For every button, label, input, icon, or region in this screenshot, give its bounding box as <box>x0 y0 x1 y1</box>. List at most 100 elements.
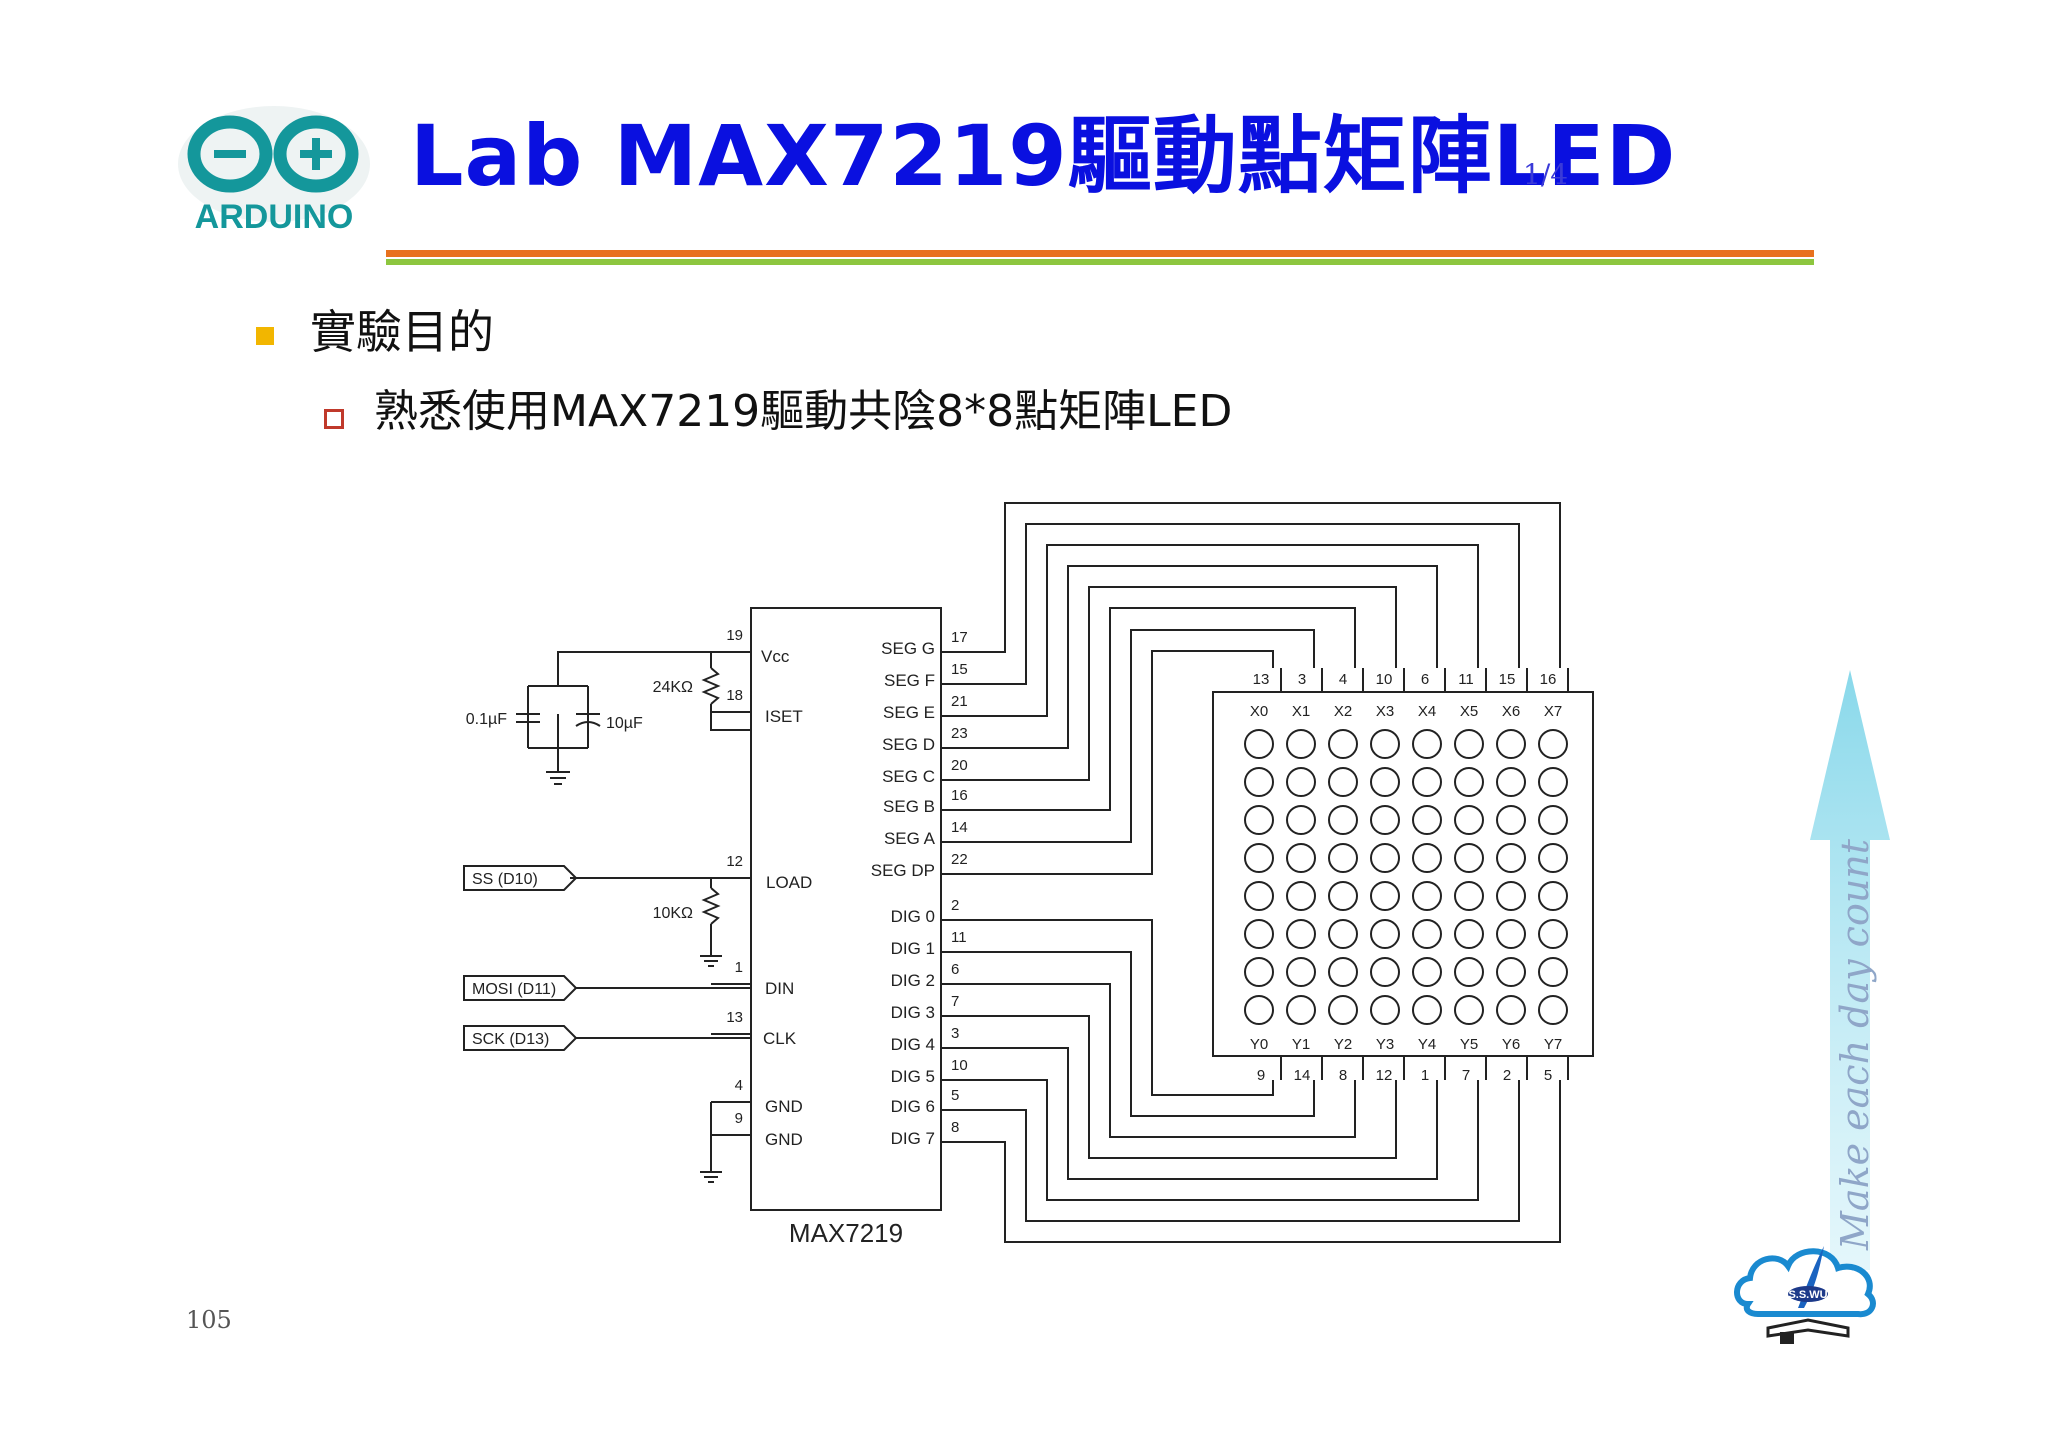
dig-wire <box>977 983 1356 1138</box>
matrix-top-pin-number: 16 <box>1540 671 1557 688</box>
dig-pin-number: 5 <box>951 1087 959 1104</box>
matrix-bottom-pin-number: 5 <box>1544 1067 1552 1084</box>
matrix-bottom-pin-number: 12 <box>1376 1067 1393 1084</box>
led-dot <box>1412 957 1442 987</box>
left-pin-label: DIN <box>765 979 794 998</box>
dig-wire <box>977 1047 1438 1180</box>
led-matrix-body <box>1212 691 1594 1057</box>
dig-wire <box>977 1080 1561 1243</box>
dig-pin-number: 6 <box>951 961 959 978</box>
led-dot <box>1244 995 1274 1025</box>
dig-pin-number: 2 <box>951 897 959 914</box>
seg-wire <box>977 629 1315 843</box>
matrix-row-label: Y4 <box>1418 1036 1436 1053</box>
led-dot <box>1538 843 1568 873</box>
matrix-row-label: Y1 <box>1292 1036 1310 1053</box>
left-pin-label: LOAD <box>766 873 812 892</box>
led-dot <box>1286 843 1316 873</box>
led-dot <box>1412 843 1442 873</box>
led-dot <box>1496 995 1526 1025</box>
led-dot <box>1328 957 1358 987</box>
led-dot <box>1370 767 1400 797</box>
seg-pin-label: SEG E <box>883 703 935 722</box>
led-dot <box>1370 805 1400 835</box>
matrix-row-label: Y5 <box>1460 1036 1478 1053</box>
resistor-load <box>701 887 721 925</box>
led-dot <box>1454 919 1484 949</box>
dig-wire <box>977 1015 1397 1159</box>
dig-pin-label: DIG 7 <box>891 1129 935 1148</box>
led-dot <box>1286 881 1316 911</box>
matrix-bottom-pin-number: 2 <box>1503 1067 1511 1084</box>
led-dot <box>1370 843 1400 873</box>
dig-pin-number: 7 <box>951 993 959 1010</box>
page-number: 105 <box>186 1306 232 1334</box>
matrix-column-label: X2 <box>1334 703 1352 720</box>
matrix-row-label: Y7 <box>1544 1036 1562 1053</box>
seg-wire <box>977 586 1397 781</box>
seg-wire <box>977 544 1479 717</box>
matrix-row-label: Y0 <box>1250 1036 1268 1053</box>
input-tag <box>463 1025 578 1051</box>
led-dot <box>1286 729 1316 759</box>
led-dot <box>1244 919 1274 949</box>
input-tag-label: MOSI (D11) <box>472 981 556 998</box>
matrix-top-pin-number: 4 <box>1339 671 1347 688</box>
matrix-row-label: Y6 <box>1502 1036 1520 1053</box>
make-each-day-count-watermark: Make each day count <box>1810 670 1890 1270</box>
led-dot <box>1538 805 1568 835</box>
left-pin-number: 13 <box>726 1009 743 1026</box>
matrix-row-label: Y3 <box>1376 1036 1394 1053</box>
seg-pin-number: 15 <box>951 661 968 678</box>
max7219-chip-body <box>750 607 942 1211</box>
led-dot <box>1286 957 1316 987</box>
led-dot <box>1244 729 1274 759</box>
led-dot <box>1328 881 1358 911</box>
matrix-top-pin-number: 3 <box>1298 671 1306 688</box>
matrix-top-pin-number: 6 <box>1421 671 1429 688</box>
led-dot <box>1286 805 1316 835</box>
watermark-text: Make each day count <box>1833 838 1877 1251</box>
dig-pin-number: 10 <box>951 1057 968 1074</box>
led-dot <box>1328 919 1358 949</box>
dig-wire <box>977 1079 1479 1201</box>
led-dot <box>1370 957 1400 987</box>
resistor-iset-label: 24KΩ <box>653 679 693 696</box>
led-dot <box>1370 919 1400 949</box>
left-pin-number: 18 <box>726 687 743 704</box>
matrix-row-label: Y2 <box>1334 1036 1352 1053</box>
led-dot <box>1328 767 1358 797</box>
seg-wire <box>977 607 1356 811</box>
led-dot <box>1412 919 1442 949</box>
input-tag <box>463 975 578 1001</box>
led-dot <box>1496 957 1526 987</box>
matrix-top-pin-number: 13 <box>1253 671 1270 688</box>
left-pin-number: 1 <box>735 959 743 976</box>
led-dot <box>1538 767 1568 797</box>
left-pin-label: GND <box>765 1097 803 1116</box>
left-pin-label: Vcc <box>761 647 790 666</box>
arduino-logo: ARDUINO <box>178 106 370 236</box>
led-dot <box>1538 957 1568 987</box>
seg-wire <box>977 565 1438 749</box>
matrix-bottom-pin-number: 8 <box>1339 1067 1347 1084</box>
led-dot <box>1496 767 1526 797</box>
dig-wire <box>977 951 1315 1117</box>
dig-pin-number: 8 <box>951 1119 959 1136</box>
led-dot <box>1496 729 1526 759</box>
brand-text: S.S.WU <box>1788 1289 1827 1301</box>
led-dot <box>1496 881 1526 911</box>
matrix-top-pin-number: 15 <box>1499 671 1516 688</box>
dig-wire <box>977 919 1274 1096</box>
matrix-column-label: X6 <box>1502 703 1520 720</box>
input-tag-label: SS (D10) <box>472 871 538 888</box>
left-pin-number: 19 <box>726 627 743 644</box>
led-dot <box>1454 767 1484 797</box>
sub-bullet-marker-square <box>324 409 344 429</box>
led-dot <box>1370 729 1400 759</box>
left-pin-number: 4 <box>735 1077 743 1094</box>
matrix-column-label: X3 <box>1376 703 1394 720</box>
led-dot <box>1412 767 1442 797</box>
seg-pin-label: SEG G <box>881 639 935 658</box>
seg-pin-number: 20 <box>951 757 968 774</box>
